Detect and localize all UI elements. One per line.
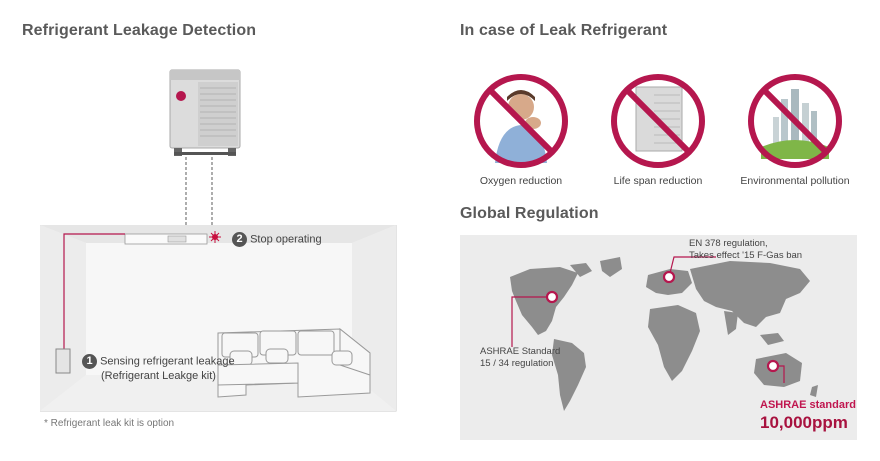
au-line1: ASHRAE standard — [760, 399, 856, 411]
step-stop-operating: 2 Stop operating — [232, 232, 322, 247]
caption-environmental-pollution: Environmental pollution — [740, 175, 850, 187]
caption-oxygen-reduction: Oxygen reduction — [479, 175, 563, 187]
step-sensing: 1 Sensing refrigerant leakage (Refrigera… — [82, 354, 235, 383]
outdoor-unit-illustration — [169, 69, 241, 156]
au-line2: 10,000ppm — [760, 413, 848, 432]
step-number-2: 2 — [232, 232, 247, 247]
us-line2: 15 / 34 regulation — [480, 358, 554, 369]
right-title: In case of Leak Refrigerant — [460, 22, 668, 39]
australia-regulation-label: ASHRAE standard 10,000ppm — [760, 397, 856, 431]
step1-line2: (Refrigerant Leakge kit) — [101, 370, 216, 382]
left-title: Refrigerant Leakage Detection — [22, 22, 257, 39]
room-illustration — [40, 225, 397, 412]
eu-line2: Takes effect '15 F-Gas ban — [689, 250, 803, 261]
city-skyline-icon — [748, 74, 842, 168]
outdoor-unit-icon — [611, 74, 705, 168]
refrigerant-pipes — [185, 157, 213, 232]
step1-line1: Sensing refrigerant leakage — [100, 355, 235, 368]
eu-line1: EN 378 regulation, — [689, 238, 768, 249]
eu-regulation-label: EN 378 regulation, Takes effect '15 F-Ga… — [689, 238, 802, 262]
us-regulation-label: ASHRAE Standard 15 / 34 regulation — [480, 346, 560, 370]
caption-life-span-reduction: Life span reduction — [613, 175, 703, 187]
lg-logo: LG — [178, 92, 185, 98]
world-map — [510, 256, 818, 411]
step-number-1: 1 — [82, 354, 97, 369]
us-line1: ASHRAE Standard — [480, 346, 561, 357]
step2-label: Stop operating — [250, 233, 322, 246]
footnote: * Refrigerant leak kit is option — [44, 418, 175, 429]
person-gasping-icon — [474, 74, 568, 168]
regulation-title: Global Regulation — [460, 205, 599, 222]
